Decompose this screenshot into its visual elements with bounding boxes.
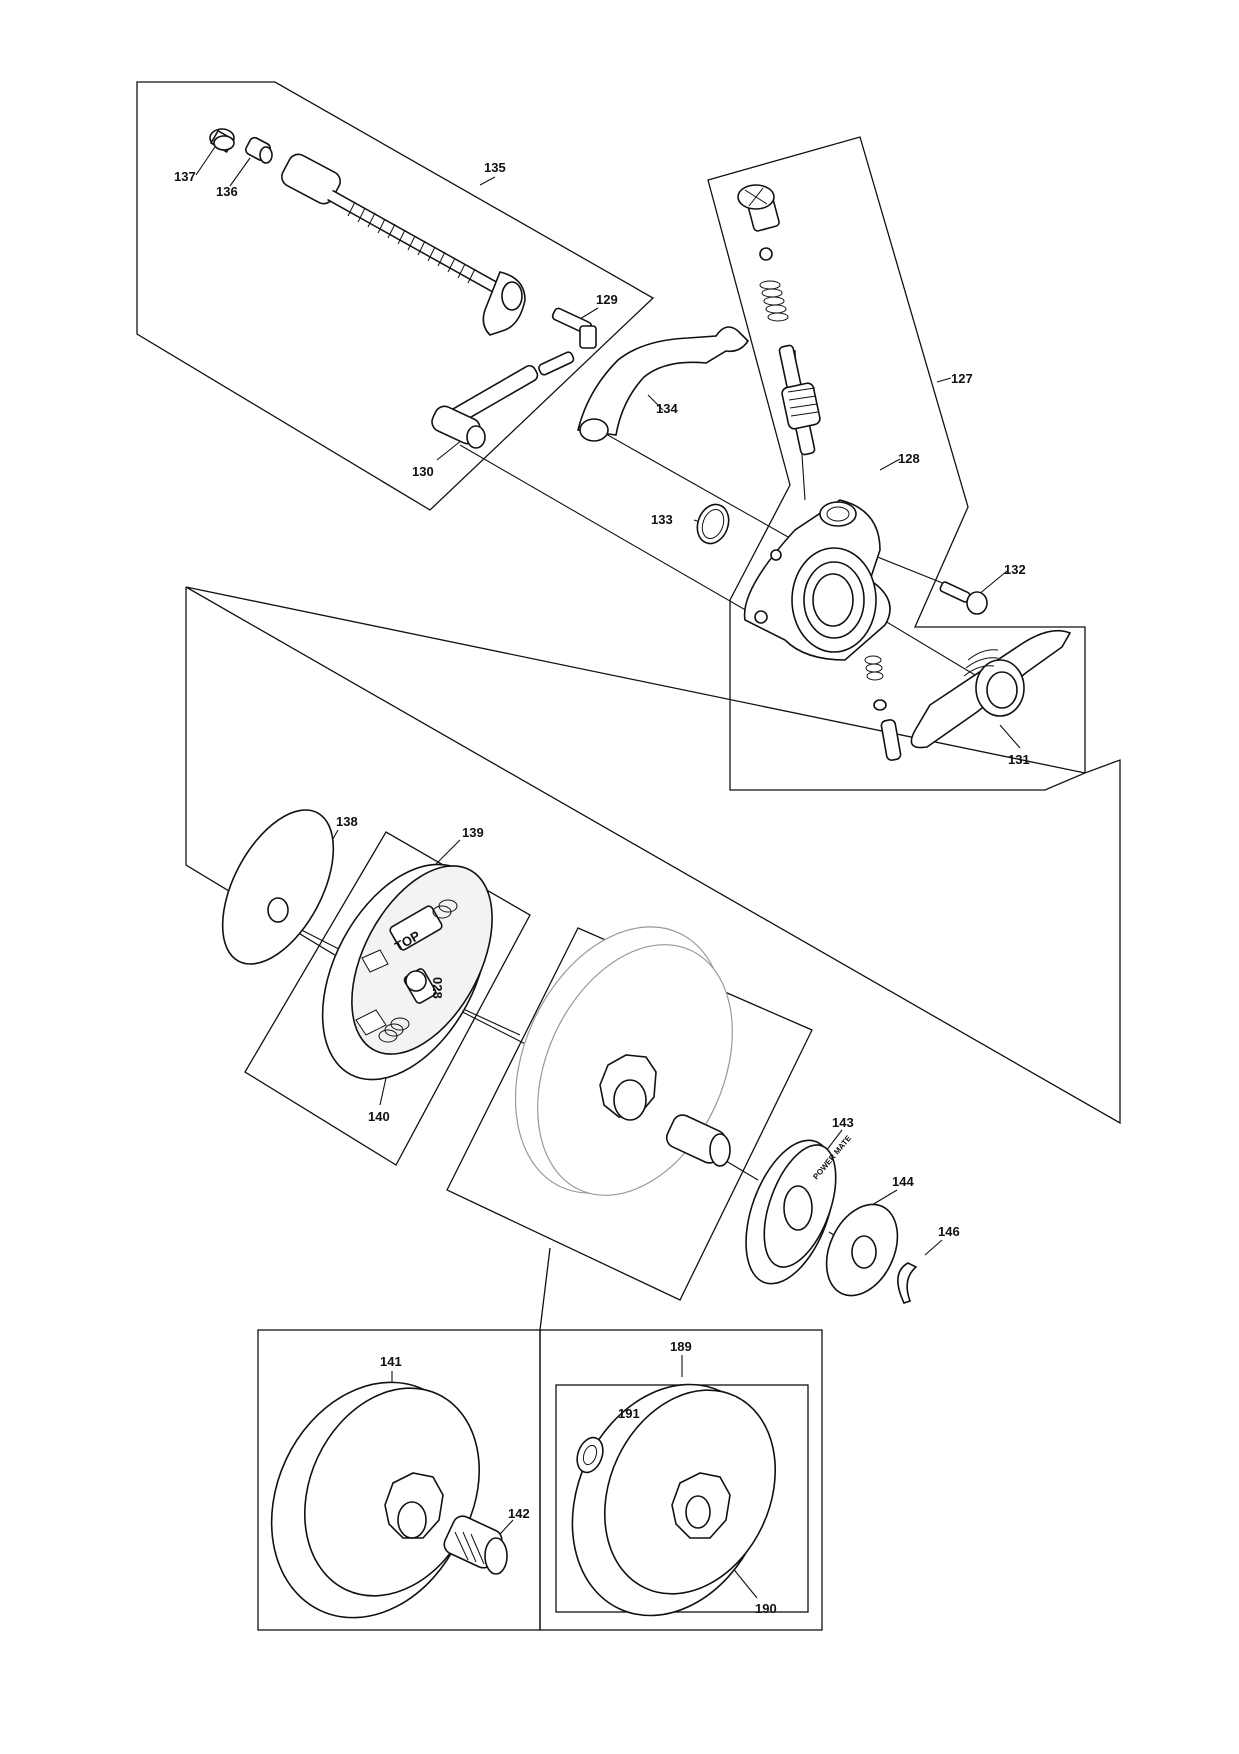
part-190-sprocket-hub: [671, 1472, 731, 1539]
part-146-e-clip: [897, 1262, 918, 1304]
part-127-pump-plunger: [737, 184, 821, 456]
frame-oil-adjuster-group: [136, 81, 655, 511]
callout-132: 132: [1004, 562, 1026, 577]
callout-129: 129: [596, 292, 618, 307]
part-136-bushing: [245, 136, 273, 164]
part-128-pump-body: [743, 499, 891, 661]
frame-oil-pump-group: [707, 136, 1086, 791]
part-132-screw: [939, 581, 988, 615]
frame-clutch-group: [185, 586, 1121, 1125]
part-138-washer: [221, 809, 335, 965]
part-133-o-ring: [696, 503, 730, 545]
callout-128: 128: [898, 451, 920, 466]
part-129-elbow-nipple: [538, 307, 597, 376]
part-191-washer: [576, 1436, 604, 1474]
part-130-oil-hose: [431, 364, 539, 449]
callout-140: 140: [368, 1109, 390, 1124]
part-131-worm-gear: [910, 629, 1072, 749]
callout-189: 189: [670, 1339, 692, 1354]
part-139-clutch-shoe: TOP 028: [321, 863, 493, 1081]
callout-131: 131: [1008, 752, 1030, 767]
frame-clutch-shoe: [244, 831, 531, 1166]
callout-144: 144: [892, 1174, 914, 1189]
callout-135: 135: [484, 160, 506, 175]
part-135-adjuster-shaft: [281, 153, 526, 336]
part-189-drum-kit: [571, 1383, 777, 1617]
callout-139: 139: [462, 825, 484, 840]
callout-136: 136: [216, 184, 238, 199]
callout-130: 130: [412, 464, 434, 479]
callout-134: 134: [656, 401, 678, 416]
part-143-rim-sprocket: POWER MATE: [745, 1133, 854, 1285]
callout-138: 138: [336, 814, 358, 829]
callout-190: 190: [755, 1601, 777, 1616]
group-frames: [136, 81, 1121, 1631]
part-142-needle-bearing: [443, 1515, 508, 1575]
callout-143: 143: [832, 1115, 854, 1130]
part-141-clutch-drum: [270, 1381, 481, 1619]
callout-133: 133: [651, 512, 673, 527]
frame-clutch-drum: [446, 927, 813, 1301]
callout-137: 137: [174, 169, 196, 184]
part-144-washer: [825, 1203, 899, 1297]
clutch-shoe-mark-028: 028: [430, 977, 445, 999]
callout-191: 191: [618, 1406, 640, 1421]
part-clutch-drum: [514, 926, 733, 1196]
callout-146: 146: [938, 1224, 960, 1239]
part-pump-valve-spring: [864, 655, 902, 761]
callout-142: 142: [508, 1506, 530, 1521]
part-134-oil-pipe: [577, 326, 750, 442]
frame-drum-connector: [539, 1247, 551, 1331]
group-callouts: 137 136 135 129 130 134 133 127 128 132 …: [174, 160, 1030, 1616]
frame-drum-variant-189: [539, 1329, 823, 1631]
callout-127: 127: [951, 371, 973, 386]
part-140-clutch-spring: [378, 899, 458, 1043]
part-137-cap: [209, 128, 235, 154]
callout-141: 141: [380, 1354, 402, 1369]
